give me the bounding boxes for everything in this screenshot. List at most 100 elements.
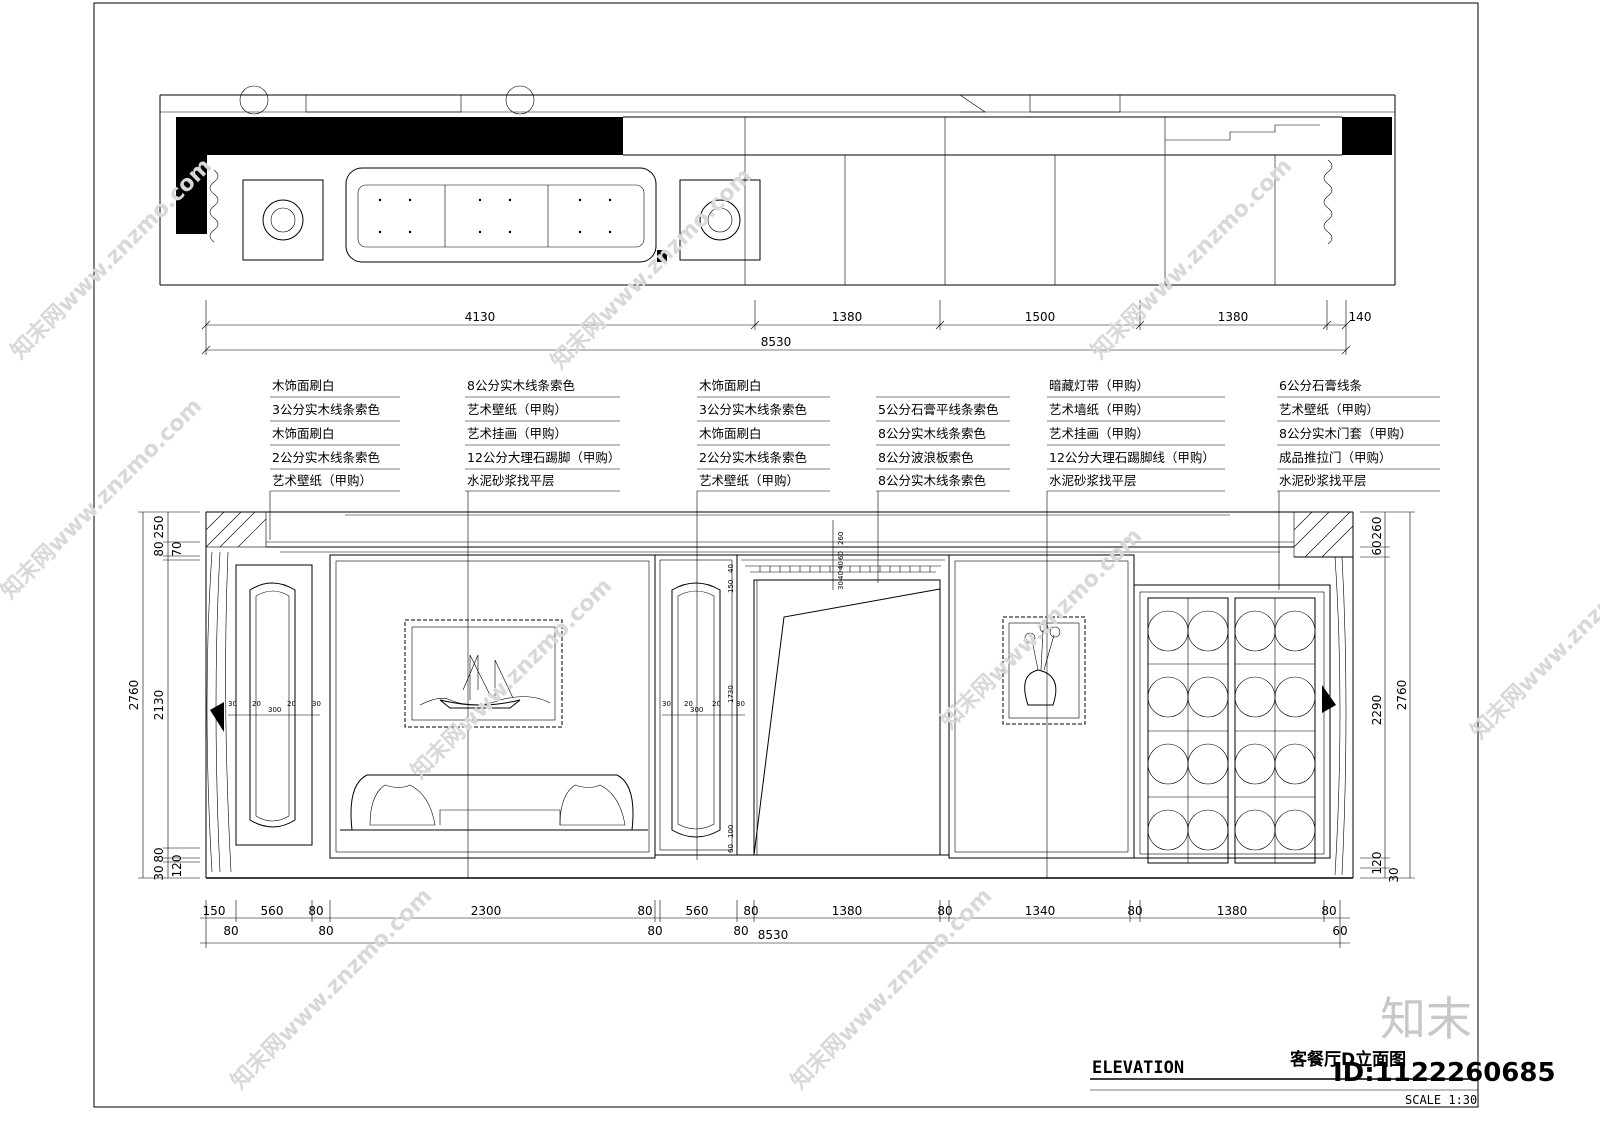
svg-text:260: 260 bbox=[837, 532, 845, 545]
svg-text:70: 70 bbox=[170, 541, 184, 556]
painting-vase bbox=[1002, 616, 1086, 725]
plan-dim-2: 1380 bbox=[832, 310, 863, 324]
svg-text:知末网www.znzmo.com: 知末网www.znzmo.com bbox=[406, 573, 617, 784]
callout-2-1: 8公分实木线条索色 bbox=[467, 378, 575, 393]
callout-5-4: 12公分大理石踢脚线（甲购） bbox=[1049, 450, 1215, 465]
svg-text:60: 60 bbox=[837, 551, 845, 560]
watermark-layer: 知末网www.znzmo.com 知末网www.znzmo.com 知末网www… bbox=[0, 153, 1600, 1094]
sofa-plan bbox=[345, 167, 657, 263]
plan-dimensions: 4130 1380 1500 1380 140 8530 bbox=[201, 300, 1372, 355]
svg-text:60: 60 bbox=[727, 844, 735, 853]
svg-text:80: 80 bbox=[152, 847, 166, 862]
callout-2-2: 艺术壁纸（甲购） bbox=[467, 402, 567, 417]
title-label: ELEVATION bbox=[1092, 1058, 1184, 1078]
svg-text:80: 80 bbox=[318, 924, 333, 938]
callout-3-2: 3公分实木线条索色 bbox=[699, 402, 807, 417]
elevation-dims-right: 60 260 2290 120 30 2760 bbox=[1360, 511, 1415, 883]
svg-text:560: 560 bbox=[261, 904, 284, 918]
svg-text:1380: 1380 bbox=[832, 904, 863, 918]
drawing-id: ID:1122260685 bbox=[1333, 1058, 1556, 1088]
plan-dim-5: 140 bbox=[1349, 310, 1372, 324]
svg-text:40: 40 bbox=[727, 564, 735, 573]
svg-text:知末网www.znzmo.com: 知末网www.znzmo.com bbox=[1086, 153, 1297, 364]
watermark-logo: 知末 bbox=[1380, 992, 1472, 1046]
svg-text:150: 150 bbox=[203, 904, 226, 918]
callout-group-2: 8公分实木线条索色 艺术壁纸（甲购） 艺术挂画（甲购） 12公分大理石踢脚（甲购… bbox=[465, 378, 620, 878]
svg-text:知末网www.znzmo.com: 知末网www.znzmo.com bbox=[0, 393, 207, 604]
callout-3-1: 木饰面刷白 bbox=[699, 378, 762, 393]
callout-3-4: 2公分实木线条索色 bbox=[699, 450, 807, 465]
callout-6-2: 艺术壁纸（甲购） bbox=[1279, 402, 1379, 417]
svg-text:30: 30 bbox=[152, 865, 166, 880]
svg-text:30: 30 bbox=[228, 700, 237, 708]
svg-text:80: 80 bbox=[1127, 904, 1142, 918]
svg-text:80: 80 bbox=[1321, 904, 1336, 918]
curtain-right bbox=[1334, 556, 1347, 876]
callout-6-4: 成品推拉门（甲购） bbox=[1279, 450, 1392, 465]
callouts: 木饰面刷白 3公分实木线条索色 木饰面刷白 2公分实木线条索色 艺术壁纸（甲购）… bbox=[269, 378, 1440, 878]
svg-text:80: 80 bbox=[647, 924, 662, 938]
callout-4-2: 8公分实木线条索色 bbox=[878, 426, 986, 441]
svg-text:30: 30 bbox=[312, 700, 321, 708]
svg-text:8530: 8530 bbox=[758, 928, 789, 942]
svg-text:250: 250 bbox=[152, 516, 166, 539]
svg-text:40: 40 bbox=[837, 571, 845, 580]
elevation-dims-bottom: 150 560 80 2300 80 560 80 1380 80 1340 8… bbox=[200, 900, 1350, 948]
svg-text:80: 80 bbox=[733, 924, 748, 938]
callout-2-5: 水泥砂浆找平层 bbox=[467, 473, 555, 488]
svg-text:260: 260 bbox=[1370, 517, 1384, 540]
svg-text:60: 60 bbox=[1332, 924, 1347, 938]
callout-6-3: 8公分实木门套（甲购） bbox=[1279, 426, 1412, 441]
svg-text:30: 30 bbox=[662, 700, 671, 708]
svg-text:1730: 1730 bbox=[727, 685, 735, 703]
callout-3-3: 木饰面刷白 bbox=[699, 426, 762, 441]
title-name: 客餐厅D立面图 bbox=[1289, 1049, 1406, 1070]
callout-1-1: 木饰面刷白 bbox=[272, 378, 335, 393]
svg-text:2130: 2130 bbox=[152, 690, 166, 721]
svg-text:560: 560 bbox=[686, 904, 709, 918]
svg-text:1340: 1340 bbox=[1025, 904, 1056, 918]
svg-text:知末网www.znzmo.com: 知末网www.znzmo.com bbox=[1466, 533, 1600, 744]
floor-plan bbox=[159, 85, 1396, 286]
svg-text:80: 80 bbox=[637, 904, 652, 918]
svg-text:80: 80 bbox=[152, 541, 166, 556]
svg-text:30: 30 bbox=[736, 700, 745, 708]
wall-section-black bbox=[176, 117, 623, 155]
sliding-door-frame bbox=[1133, 584, 1331, 859]
svg-text:120: 120 bbox=[170, 855, 184, 878]
side-table-left bbox=[242, 179, 324, 261]
elevation-dims-left: 250 80 70 2130 80 30 120 2760 bbox=[127, 511, 200, 881]
svg-text:30: 30 bbox=[837, 581, 845, 590]
svg-text:1380: 1380 bbox=[1217, 904, 1248, 918]
svg-text:2300: 2300 bbox=[471, 904, 502, 918]
title-scale: SCALE 1:30 bbox=[1405, 1093, 1477, 1107]
callout-2-3: 艺术挂画（甲购） bbox=[467, 426, 567, 441]
svg-text:20: 20 bbox=[712, 700, 721, 708]
svg-text:80: 80 bbox=[308, 904, 323, 918]
callout-3-5: 艺术壁纸（甲购） bbox=[699, 473, 799, 488]
svg-text:300: 300 bbox=[268, 706, 281, 714]
callout-group-1: 木饰面刷白 3公分实木线条索色 木饰面刷白 2公分实木线条索色 艺术壁纸（甲购） bbox=[269, 378, 400, 540]
svg-text:20: 20 bbox=[252, 700, 261, 708]
callout-2-4: 12公分大理石踢脚（甲购） bbox=[467, 450, 620, 465]
svg-text:20: 20 bbox=[287, 700, 296, 708]
svg-text:100: 100 bbox=[727, 825, 735, 838]
callout-4-4: 8公分实木线条索色 bbox=[878, 473, 986, 488]
callout-1-5: 艺术壁纸（甲购） bbox=[272, 473, 372, 488]
wall-section-black-right bbox=[1342, 117, 1392, 155]
svg-text:60: 60 bbox=[1370, 540, 1384, 555]
svg-text:80: 80 bbox=[223, 924, 238, 938]
svg-text:知末网www.znzmo.com: 知末网www.znzmo.com bbox=[226, 883, 437, 1094]
callout-4-3: 8公分波浪板索色 bbox=[878, 450, 974, 465]
svg-text:80: 80 bbox=[937, 904, 952, 918]
svg-text:40: 40 bbox=[837, 561, 845, 570]
plan-dim-1: 4130 bbox=[465, 310, 496, 324]
svg-text:知末网www.znzmo.com: 知末网www.znzmo.com bbox=[546, 163, 757, 374]
sofa-elevation bbox=[350, 774, 634, 831]
ceiling-hatch-left bbox=[205, 511, 267, 548]
plan-dim-4: 1380 bbox=[1218, 310, 1249, 324]
callout-group-6: 6公分石膏线条 艺术壁纸（甲购） 8公分实木门套（甲购） 成品推拉门（甲购） 水… bbox=[1277, 378, 1440, 590]
callout-1-2: 3公分实木线条索色 bbox=[272, 402, 380, 417]
svg-text:30: 30 bbox=[1387, 867, 1401, 882]
